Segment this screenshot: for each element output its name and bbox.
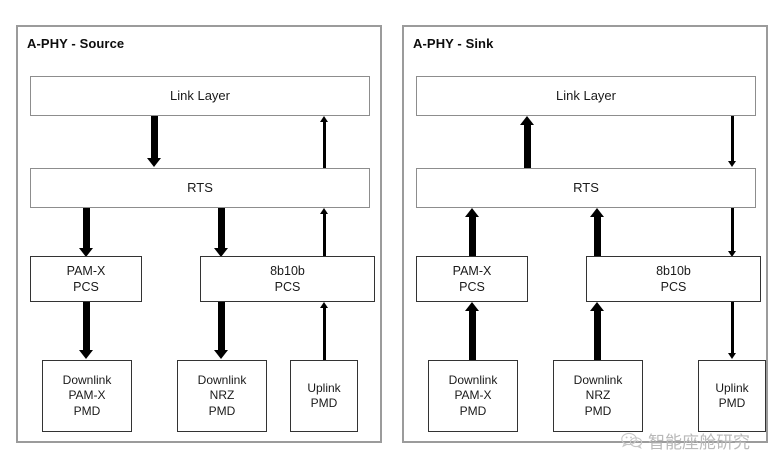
node-label-line3: PMD [73, 403, 101, 418]
node-downlink-nrz-pmd-source: Downlink NRZ PMD [177, 360, 267, 432]
node-label-line1: PAM-X [452, 264, 492, 278]
arrow-8b10b-pcs-to-rts-source [317, 208, 331, 258]
node-label-line2: NRZ [209, 388, 235, 403]
arrow-8b10b-pcs-to-uplink-pmd-sink [725, 302, 739, 360]
node-label-line2: PMD [718, 396, 746, 410]
node-label: RTS [573, 179, 599, 195]
panel-title-source: A-PHY - Source [27, 36, 125, 51]
node-downlink-pamx-pmd-sink: Downlink PAM-X PMD [428, 360, 518, 432]
node-label-line3: PMD [459, 403, 487, 418]
watermark-text: 智能座舱研究 [648, 433, 750, 453]
node-label: Link Layer [556, 87, 616, 103]
watermark: 智能座舱研究 [621, 428, 750, 453]
node-label: Link Layer [170, 87, 230, 103]
arrow-linklayer-to-rts-sink [725, 116, 739, 168]
arrow-rts-to-8b10b-pcs-sink [725, 208, 739, 258]
wechat-icon [621, 432, 643, 449]
node-label-line1: Uplink [307, 380, 341, 395]
node-label-line1: 8b10b [270, 264, 305, 278]
node-label-line2: PAM-X [454, 388, 492, 403]
node-label-line2: PMD [310, 396, 338, 410]
arrow-8b10b-pcs-to-rts-sink [590, 208, 604, 258]
node-label: RTS [187, 179, 213, 195]
node-label-line2: PCS [73, 280, 99, 294]
arrow-linklayer-to-rts-source [147, 116, 161, 168]
node-link-layer-source: Link Layer [30, 76, 370, 116]
node-8b10b-pcs-sink: 8b10b PCS [586, 256, 761, 302]
node-pamx-pcs-source: PAM-X PCS [30, 256, 142, 302]
node-downlink-pamx-pmd-source: Downlink PAM-X PMD [42, 360, 132, 432]
node-label-line1: Downlink [448, 372, 498, 387]
node-rts-sink: RTS [416, 168, 756, 208]
arrow-pamx-pcs-to-downlink-pamx-pmd-source [79, 302, 93, 360]
arrow-uplink-pmd-to-8b10b-pcs-source [317, 302, 331, 360]
node-label-line3: PMD [584, 403, 612, 418]
node-label-line2: PAM-X [68, 388, 106, 403]
node-label-line1: Uplink [715, 380, 749, 395]
node-downlink-nrz-pmd-sink: Downlink NRZ PMD [553, 360, 643, 432]
node-label-line1: Downlink [573, 372, 623, 387]
node-label-line2: PCS [459, 280, 485, 294]
node-uplink-pmd-sink: Uplink PMD [698, 360, 766, 432]
node-label-line2: PCS [274, 280, 301, 294]
node-label-line1: Downlink [62, 372, 112, 387]
node-uplink-pmd-source: Uplink PMD [290, 360, 358, 432]
arrow-downlink-nrz-pmd-to-8b10b-pcs-sink [590, 302, 604, 360]
arrow-rts-to-pamx-pcs-source [79, 208, 93, 258]
arrow-8b10b-pcs-to-downlink-nrz-pmd-source [214, 302, 228, 360]
node-label-line1: Downlink [197, 372, 247, 387]
node-label-line1: 8b10b [656, 264, 691, 278]
node-link-layer-sink: Link Layer [416, 76, 756, 116]
panel-title-sink: A-PHY - Sink [413, 36, 494, 51]
arrow-pamx-pcs-to-rts-sink [465, 208, 479, 258]
node-rts-source: RTS [30, 168, 370, 208]
arrow-rts-to-linklayer-source [317, 116, 331, 168]
arrow-rts-to-8b10b-pcs-source [214, 208, 228, 258]
node-8b10b-pcs-source: 8b10b PCS [200, 256, 375, 302]
node-label-line1: PAM-X [66, 264, 106, 278]
node-label-line3: PMD [208, 403, 236, 418]
node-label-line2: NRZ [585, 388, 611, 403]
arrow-downlink-pamx-pmd-to-pamx-pcs-sink [465, 302, 479, 360]
node-pamx-pcs-sink: PAM-X PCS [416, 256, 528, 302]
arrow-rts-to-linklayer-sink [520, 116, 534, 168]
node-label-line2: PCS [660, 280, 687, 294]
